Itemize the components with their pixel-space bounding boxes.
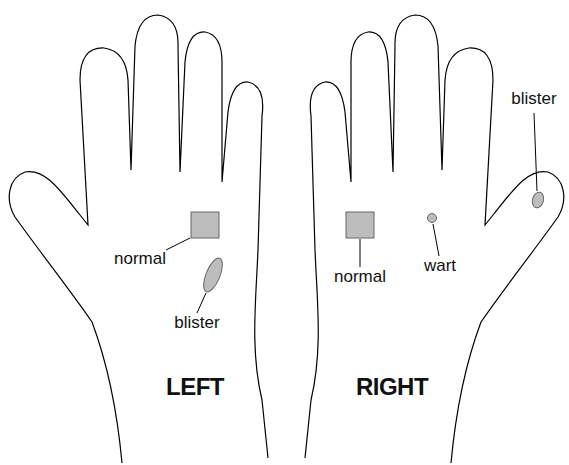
- normal-skin-patch: [346, 212, 374, 238]
- blister-mark: [200, 256, 226, 295]
- leader-line: [197, 293, 206, 313]
- feature-label: blister: [174, 314, 219, 333]
- hand-outline: [9, 15, 563, 463]
- hand-title: RIGHT: [356, 374, 428, 400]
- leader-line: [166, 238, 190, 250]
- hand-title: LEFT: [166, 374, 224, 400]
- leader-line: [534, 113, 537, 191]
- blister-mark: [531, 191, 546, 209]
- feature-label: normal: [114, 250, 166, 269]
- feature-label: blister: [511, 90, 556, 109]
- wart-mark: [428, 214, 437, 223]
- feature-label: normal: [334, 268, 386, 287]
- left-hand-outline: [9, 15, 268, 463]
- leader-line: [433, 224, 439, 256]
- leader-line: [360, 239, 361, 267]
- feature-label: wart: [424, 257, 456, 276]
- normal-skin-patch: [191, 212, 219, 238]
- right-hand-outline: [305, 15, 564, 463]
